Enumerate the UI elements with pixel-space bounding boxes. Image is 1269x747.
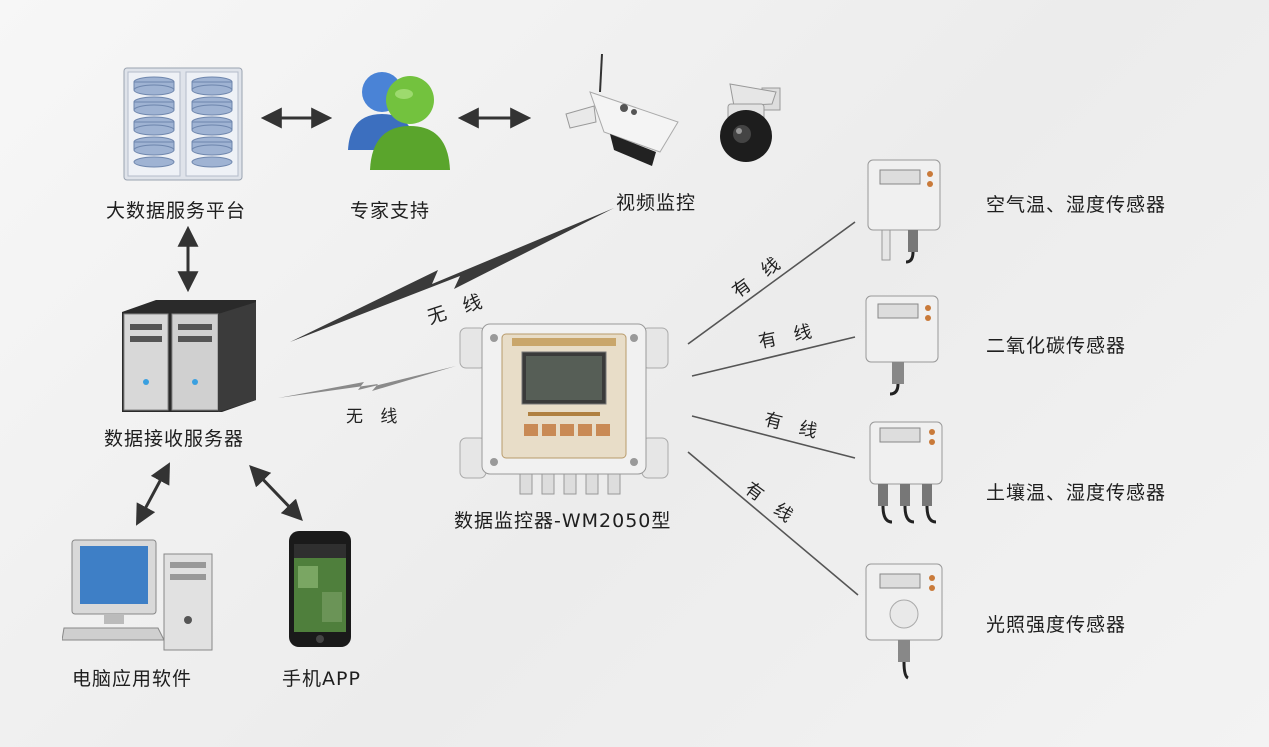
data-monitor-label: 数据监控器-WM2050型 [454,510,672,532]
data-monitor-device [458,320,670,500]
soil-temp-humidity-sensor-icon [866,418,946,528]
expert-users-icon [340,66,455,172]
big-data-platform-label: 大数据服务平台 [106,200,247,222]
dome-camera-icon [712,74,784,164]
sensor-label-light: 光照强度传感器 [986,614,1127,636]
sensor-label-co2: 二氧化碳传感器 [986,335,1127,357]
big-data-platform-icon [122,66,244,182]
wired-line-soil [691,415,856,459]
bullet-camera-icon [560,52,686,170]
wired-line-light [687,451,859,596]
arrow-server-phone [249,464,303,522]
data-server-icon [118,296,260,414]
wired-line-air [687,221,856,345]
data-server-label: 数据接收服务器 [104,428,245,450]
light-intensity-sensor-icon [862,560,946,680]
desktop-computer-icon [61,536,218,652]
mobile-app-label: 手机APP [282,668,361,690]
sensor-label-air: 空气温、湿度传感器 [986,194,1167,216]
arrow-server-pc [136,462,170,526]
video-monitoring-label: 视频监控 [616,192,697,214]
wireless-link-upper [290,208,614,342]
air-temp-humidity-sensor-icon [864,156,944,266]
wireless-link-lower [278,366,456,398]
sensor-label-soil: 土壤温、湿度传感器 [986,482,1167,504]
wireless-label-lower: 无 线 [346,407,404,427]
expert-support-label: 专家支持 [350,200,431,222]
wired-line-co2 [691,336,856,377]
mobile-phone-icon [288,530,352,648]
co2-sensor-icon [862,292,942,396]
pc-software-label: 电脑应用软件 [72,668,193,690]
